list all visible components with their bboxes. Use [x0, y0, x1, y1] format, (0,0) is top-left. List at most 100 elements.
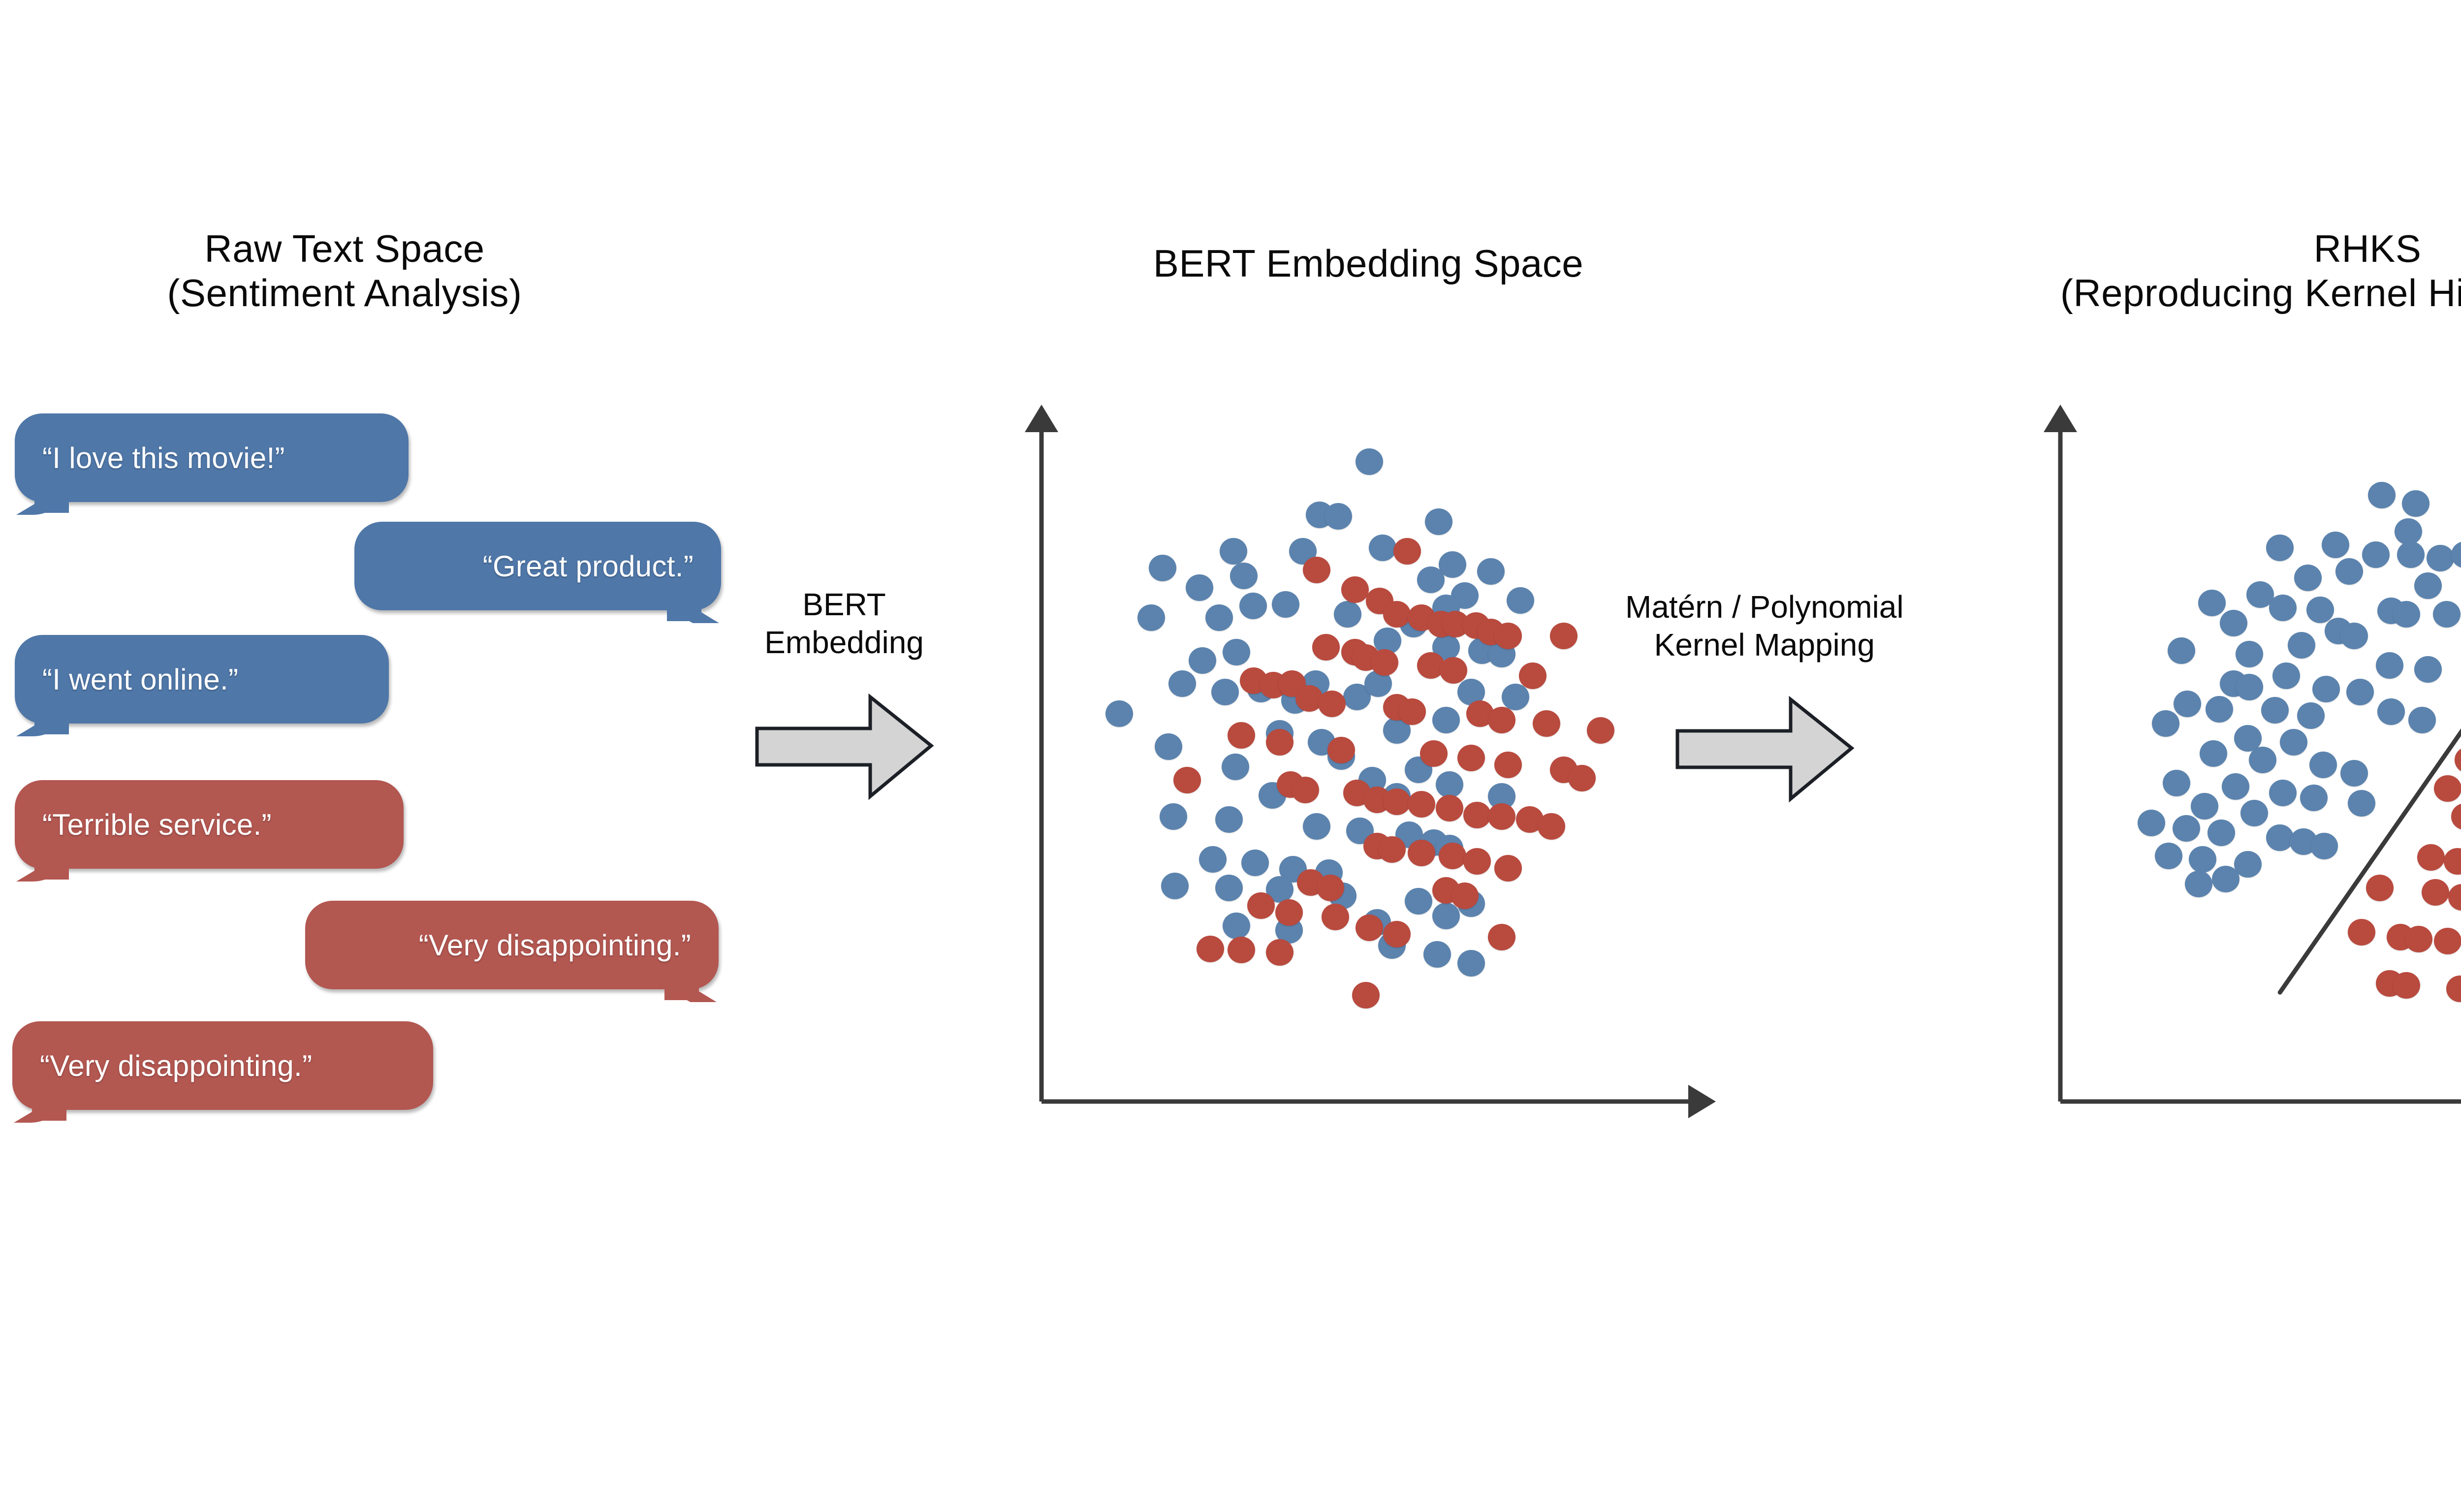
message-bubble-text: “Very disappointing.”: [418, 928, 691, 962]
scatter-point-positive: [2138, 810, 2166, 837]
scatter-point-positive: [2155, 843, 2183, 870]
scatter-point-negative: [1438, 843, 1466, 870]
raw-text-title-line1: Raw Text Space: [204, 227, 485, 270]
scatter-point-positive: [2235, 674, 2263, 701]
scatter-point-negative: [1586, 717, 1614, 744]
scatter-point-positive: [2377, 698, 2405, 725]
bert-title-line1: BERT Embedding Space: [1153, 242, 1584, 285]
message-bubble: “Very disappointing.”: [12, 1021, 433, 1121]
scatter-point-negative: [1549, 623, 1578, 650]
rhks-title-line1: RHKS: [2313, 227, 2422, 270]
scatter-point-positive: [2294, 565, 2322, 592]
scatter-point-positive: [2269, 780, 2297, 807]
scatter-point-positive: [1404, 887, 1432, 914]
message-bubble: “Great product.”: [354, 522, 721, 621]
scatter-point-negative: [2366, 874, 2394, 901]
scatter-point-negative: [1371, 649, 1398, 676]
scatter-point-positive: [1239, 592, 1267, 619]
scatter-point-negative: [1355, 914, 1383, 941]
scatter-point-negative: [1451, 882, 1479, 910]
scatter-point-negative: [1494, 751, 1522, 778]
scatter-point-positive: [2432, 601, 2461, 628]
scatter-point-negative: [1537, 813, 1565, 840]
scatter-point-positive: [1211, 678, 1239, 705]
scatter-point-positive: [2347, 789, 2375, 817]
scatter-point-negative: [2434, 927, 2461, 954]
scatter-point-positive: [2306, 596, 2334, 623]
scatter-point-positive: [1506, 587, 1534, 614]
scatter-point-positive: [1369, 535, 1397, 562]
scatter-point-negative: [1312, 634, 1340, 661]
scatter-point-negative: [2454, 747, 2461, 774]
scatter-point-positive: [2340, 623, 2368, 650]
scatter-point-positive: [2376, 652, 2404, 679]
scatter-point-positive: [2272, 662, 2300, 690]
scatter-point-positive: [1417, 567, 1445, 594]
transition-label-line2: Kernel Mapping: [1654, 627, 1875, 662]
scatter-point-positive: [1105, 700, 1133, 727]
scatter-point-negative: [1488, 803, 1516, 830]
y-axis-arrowhead-icon: [2044, 405, 2077, 432]
scatter-point-negative: [1265, 728, 1294, 756]
scatter-point-negative: [2393, 972, 2421, 999]
scatter-point-positive: [1501, 684, 1529, 711]
scatter-point-positive: [2368, 481, 2396, 508]
scatter-point-positive: [2414, 656, 2442, 683]
scatter-point-positive: [2234, 850, 2262, 878]
separating-hyperplane-line: [2277, 728, 2461, 995]
plot-axes: [2044, 405, 2461, 1104]
scatter-point-positive: [1205, 604, 1233, 631]
scatter-point-positive: [2312, 676, 2340, 703]
page-title-rhks: RHKS (Reproducing Kernel Hilbert Space): [1979, 226, 2461, 315]
rhks-scatter-plot: [2043, 394, 2461, 1132]
scatter-point-negative: [1440, 657, 1468, 684]
scatter-point-positive: [2451, 541, 2461, 568]
scatter-point-positive: [2340, 760, 2368, 787]
scatter-point-negative: [1316, 874, 1344, 901]
scatter-point-positive: [2221, 773, 2249, 800]
scatter-point-positive: [2288, 632, 2316, 659]
scatter-point-negative: [2422, 879, 2450, 906]
scatter-point-negative: [1352, 982, 1380, 1009]
scatter-point-negative: [1463, 848, 1491, 875]
scatter-point-negative: [1228, 722, 1256, 749]
scatter-point-negative: [1247, 892, 1275, 919]
scatter-point-positive: [1438, 551, 1466, 578]
scatter-point-positive: [1161, 872, 1189, 899]
scatter-point-positive: [2397, 541, 2425, 568]
scatter-point-positive: [1355, 448, 1383, 475]
scatter-point-negative: [1197, 935, 1225, 962]
scatter-point-positive: [1219, 538, 1247, 565]
scatter-point-positive: [1160, 803, 1188, 830]
page-title-raw-text-space: Raw Text Space (Sentiment Analysis): [59, 226, 630, 315]
message-bubble: “I went online.”: [15, 635, 389, 734]
scatter-point-positive: [1324, 503, 1352, 530]
scatter-point-positive: [2322, 531, 2350, 558]
message-bubble-text: “Great product.”: [482, 549, 694, 583]
scatter-point-negative: [1292, 776, 1320, 803]
scatter-point-positive: [1457, 950, 1485, 977]
right-arrow-icon: [753, 690, 935, 803]
scatter-point-positive: [2162, 770, 2190, 797]
scatter-point-positive: [2402, 490, 2430, 517]
scatter-point-negative: [1383, 788, 1411, 815]
message-bubble: “Very disappointing.”: [305, 901, 719, 1000]
scatter-point-positive: [2208, 819, 2236, 847]
scatter-point-negative: [1303, 556, 1331, 583]
scatter-point-negative: [1383, 601, 1411, 628]
scatter-point-positive: [2235, 640, 2263, 667]
scatter-point-negative: [1341, 576, 1369, 603]
scatter-point-negative: [1383, 921, 1411, 948]
scatter-point-negative: [1457, 745, 1485, 772]
scatter-point-negative: [1568, 764, 1596, 791]
scatter-point-positive: [1215, 874, 1243, 901]
scatter-point-positive: [2199, 740, 2227, 767]
scatter-point-positive: [2362, 541, 2390, 568]
scatter-point-positive: [2300, 784, 2328, 811]
message-bubble-text: “I went online.”: [42, 662, 239, 696]
scatter-point-positive: [1155, 733, 1183, 760]
x-axis-arrowhead-icon: [1688, 1085, 1716, 1118]
scatter-point-positive: [2191, 793, 2219, 820]
scatter-point-positive: [2279, 728, 2307, 756]
scatter-point-negative: [1275, 899, 1303, 926]
